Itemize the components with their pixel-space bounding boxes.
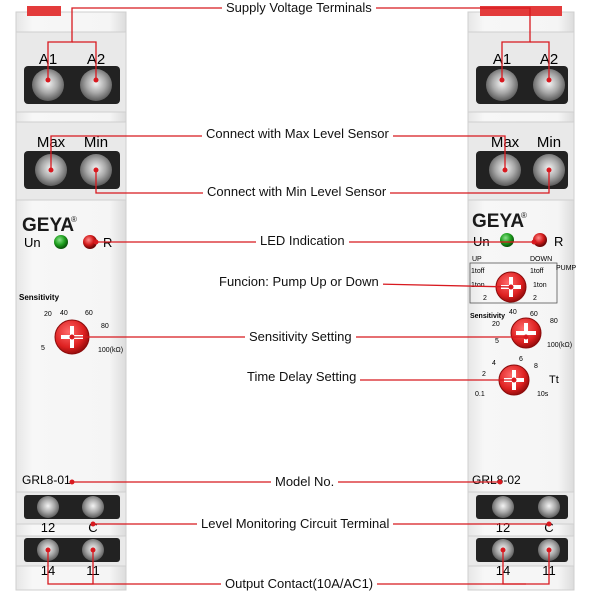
left-sens-scale-60: 60 — [85, 310, 93, 317]
left-led-red — [83, 235, 97, 249]
right-function-frame — [469, 262, 558, 304]
left-led-green — [54, 235, 68, 249]
right-brand-logo: GEYA — [472, 211, 524, 232]
right-time-scale-10s: 10s — [537, 391, 549, 398]
leader-endpoints — [45, 77, 552, 553]
left-device: A1 A2 Max Min GEYA ® Un R Sensitivity 20… — [15, 6, 127, 591]
right-sensitivity-title: Sensitivity — [470, 313, 505, 320]
right-time-scale-8: 8 — [534, 363, 538, 370]
right-sens-scale-60: 60 — [530, 311, 538, 318]
left-screw-a1 — [32, 69, 64, 101]
right-sens-scale-20: 20 — [492, 321, 500, 328]
right-sens-scale-80: 80 — [550, 318, 558, 325]
leader-supply-left-a2 — [72, 41, 97, 80]
right-time-scale-6: 6 — [519, 356, 523, 363]
right-func-up-1toff: 1toff — [471, 268, 485, 275]
right-label-12: 12 — [496, 520, 510, 535]
right-label-c: C — [544, 520, 553, 535]
left-label-12: 12 — [41, 520, 55, 535]
left-led-label-un: Un — [24, 235, 41, 250]
leader-output-right — [502, 550, 550, 585]
callout-led: LED Indication — [256, 233, 349, 249]
right-time-label-tt: Tt — [549, 374, 559, 386]
right-time-scale-2: 2 — [482, 371, 486, 378]
right-top-tab — [480, 6, 562, 16]
left-label-c: C — [88, 520, 97, 535]
right-time-scale-0-1: 0.1 — [475, 391, 485, 398]
right-func-left-2: 2 — [483, 295, 487, 302]
left-sens-scale-40: 40 — [60, 310, 68, 317]
right-sens-scale-5: 5 — [495, 338, 499, 345]
left-top-tab — [27, 6, 61, 16]
left-sens-scale-80: 80 — [101, 323, 109, 330]
callout-max-sensor: Connect with Max Level Sensor — [202, 126, 393, 142]
right-func-pump: PUMP — [556, 265, 577, 272]
right-sens-scale-40: 40 — [509, 309, 517, 316]
left-brand-logo: GEYA — [22, 215, 74, 236]
right-func-up-1ton: 1ton — [471, 282, 485, 289]
right-led-label-r: R — [554, 234, 563, 249]
right-func-down-1toff: 1toff — [530, 268, 544, 275]
right-sens-scale-100: 100(kΩ) — [547, 342, 572, 349]
callout-supply-voltage: Supply Voltage Terminals — [222, 0, 376, 16]
callout-function: Funcion: Pump Up or Down — [215, 274, 383, 290]
leader-supply-right-a2 — [530, 41, 550, 80]
right-func-down: DOWN — [530, 256, 552, 263]
callout-output: Output Contact(10A/AC1) — [221, 576, 378, 592]
right-led-red — [533, 233, 547, 247]
right-screw-a1 — [486, 69, 518, 101]
callout-level-circuit: Level Monitoring Circuit Terminal — [197, 516, 394, 532]
callout-min-sensor: Connect with Min Level Sensor — [203, 184, 391, 200]
left-label-min: Min — [84, 134, 108, 151]
right-time-scale-4: 4 — [492, 360, 496, 367]
left-sensitivity-title: Sensitivity — [19, 293, 60, 302]
left-sens-scale-20: 20 — [44, 311, 52, 318]
callout-sensitivity: Sensitivity Setting — [245, 329, 356, 345]
right-func-down-1ton: 1ton — [533, 282, 547, 289]
right-screw-c — [538, 496, 560, 518]
right-screw-a2 — [533, 69, 565, 101]
right-brand-mark: ® — [521, 211, 527, 220]
right-device: A1 A2 Max Min GEYA ® Un R UP DOWN PUMP 1… — [467, 6, 577, 591]
left-screw-a2 — [80, 69, 112, 101]
left-sens-scale-100: 100(kΩ) — [98, 347, 123, 354]
right-model-label: GRL8-02 — [472, 473, 521, 487]
left-screw-12 — [37, 496, 59, 518]
right-func-up: UP — [472, 256, 482, 263]
right-func-right-2: 2 — [533, 295, 537, 302]
left-brand-mark: ® — [71, 215, 77, 224]
right-screw-12 — [492, 496, 514, 518]
left-model-label: GRL8-01 — [22, 473, 71, 487]
callout-time-delay: Time Delay Setting — [243, 369, 361, 385]
right-label-min: Min — [537, 134, 561, 151]
left-sens-scale-5: 5 — [41, 345, 45, 352]
callout-model: Model No. — [271, 474, 339, 490]
right-sensitivity-knob[interactable] — [510, 317, 542, 349]
right-led-green — [500, 233, 514, 247]
left-screw-c — [82, 496, 104, 518]
